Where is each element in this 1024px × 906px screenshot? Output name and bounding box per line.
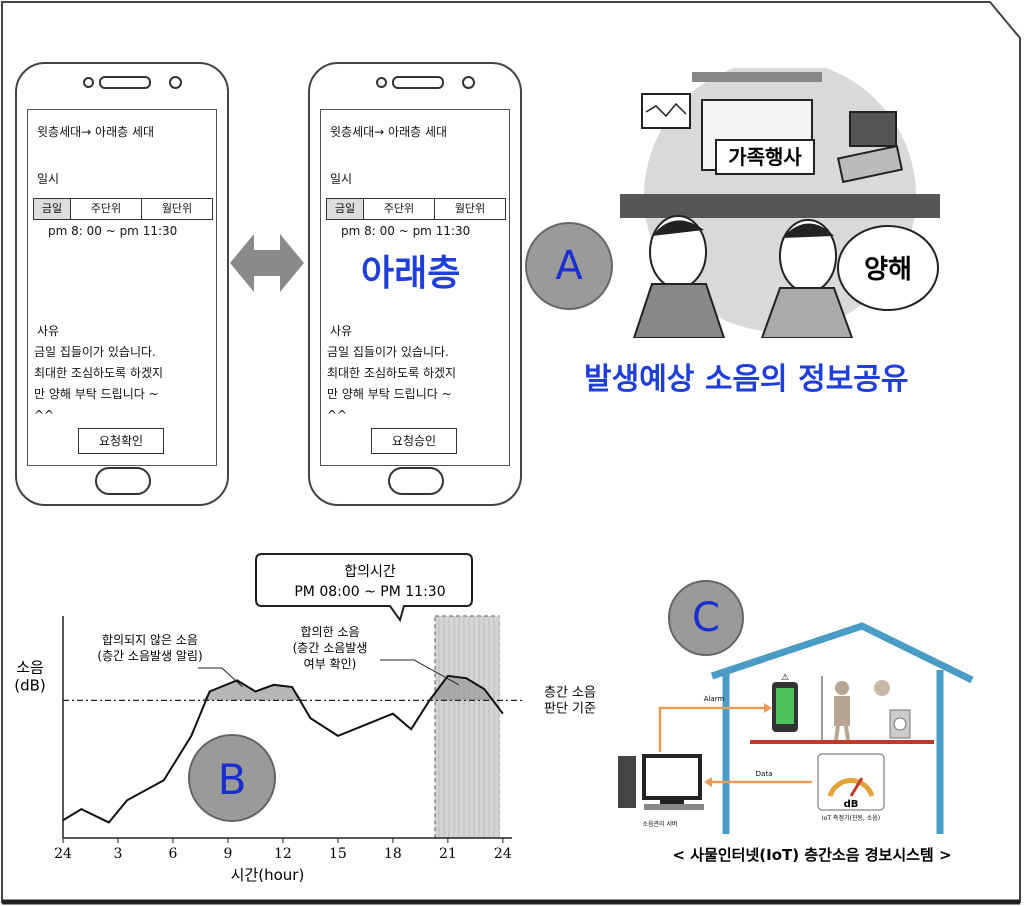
agreed-noise-area <box>429 675 492 701</box>
understanding-bubble: 양해 <box>864 255 912 285</box>
request-header: 윗층세대→ 아래층 세대 <box>37 125 155 139</box>
sensor-dot <box>462 76 475 89</box>
x-axis-label: 시간(hour) <box>231 866 305 884</box>
tab-monthly[interactable]: 월단위 <box>434 199 505 219</box>
section-c-caption: < 사물인터넷(IoT) 층간소음 경보시스템 > <box>672 846 951 864</box>
x-tick-label: 24 <box>54 846 72 862</box>
section-b-marker <box>188 734 276 822</box>
phone-receiver: 윗층세대→ 아래층 세대 일시 금일 주단위 월단위 pm 8: 00 ~ pm… <box>308 62 522 506</box>
reason-label: 사유 <box>37 324 60 338</box>
x-tick-label: 3 <box>114 846 123 862</box>
request-header: 윗층세대→ 아래층 세대 <box>330 125 448 139</box>
iot-alarm-diagram: ⚠ dB IoT 측정기(진동, 소음) 소음관리 서버 Alarm Data … <box>618 622 974 864</box>
camera-dot <box>83 77 94 88</box>
appliance-icon <box>874 680 911 739</box>
approve-request-button[interactable]: 요청승인 <box>371 428 457 454</box>
x-tick-label: 9 <box>223 846 232 862</box>
date-label: 일시 <box>37 172 60 186</box>
svg-text:⚠: ⚠ <box>781 673 789 683</box>
alarm-arrow-label: Alarm <box>704 695 725 703</box>
meter-unit: dB <box>844 799 859 810</box>
double-arrow-icon <box>230 234 304 292</box>
period-tabs: 금일 주단위 월단위 <box>33 198 213 220</box>
section-a-caption: 발생예상 소음의 정보공유 <box>584 362 909 397</box>
x-tick-label: 6 <box>168 846 177 862</box>
confirm-request-button[interactable]: 요청확인 <box>78 428 164 454</box>
agreed-time-callout <box>255 553 473 623</box>
annotation-leader <box>198 667 243 688</box>
phone-screen: 윗층세대→ 아래층 세대 일시 금일 주단위 월단위 pm 8: 00 ~ pm… <box>27 109 217 466</box>
time-range: pm 8: 00 ~ pm 11:30 <box>341 224 471 238</box>
reason-text: 금일 집들이가 있습니다. 최대한 조심하도록 하겠지 만 양해 부탁 드립니다… <box>34 345 164 422</box>
section-c-marker: C <box>668 580 744 656</box>
person-shower-icon <box>821 676 850 741</box>
y-axis-label: 소음(dB) <box>14 658 46 694</box>
data-arrow-label: Data <box>756 770 773 778</box>
x-tick-label: 12 <box>274 846 292 862</box>
tab-monthly[interactable]: 월단위 <box>141 199 212 219</box>
sensor-dot <box>169 76 182 89</box>
camera-dot <box>376 77 387 88</box>
unagreed-noise-annotation: 합의되지 않은 소음(층간 소음발생 알림) <box>97 633 202 663</box>
event-sign: 가족행사 <box>728 145 802 169</box>
x-tick-label: 18 <box>384 846 402 862</box>
agreed-time-band <box>434 615 500 839</box>
section-a-marker: A <box>525 222 613 310</box>
noise-series-line <box>62 674 504 824</box>
phone-screen: 윗층세대→ 아래층 세대 일시 금일 주단위 월단위 pm 8: 00 ~ pm… <box>320 109 510 466</box>
annotation-leader <box>380 659 460 686</box>
tab-today[interactable]: 금일 <box>327 199 363 219</box>
time-range: pm 8: 00 ~ pm 11:30 <box>48 224 178 238</box>
server-monitor-icon: 소음관리 서버 <box>618 754 704 828</box>
tab-today[interactable]: 금일 <box>34 199 70 219</box>
reason-label: 사유 <box>330 324 353 338</box>
x-tick-label: 21 <box>439 846 457 862</box>
phone-speaker <box>392 76 444 89</box>
phone-speaker <box>99 76 151 89</box>
home-button[interactable] <box>95 467 151 495</box>
sound-meter-icon: dB IoT 측정기(진동, 소음) <box>817 753 885 822</box>
x-tick-label: 24 <box>494 846 512 862</box>
neighbor-cartoon: 가족행사 양해 <box>620 68 940 338</box>
date-label: 일시 <box>330 172 353 186</box>
home-button[interactable] <box>388 467 444 495</box>
tab-weekly[interactable]: 주단위 <box>363 199 434 219</box>
phone-alarm-icon: ⚠ <box>772 673 798 732</box>
meter-caption: IoT 측정기(진동, 소음) <box>822 814 880 822</box>
period-tabs: 금일 주단위 월단위 <box>326 198 506 220</box>
callout-time: PM 08:00 ~ PM 11:30 <box>294 584 445 600</box>
reason-text: 금일 집들이가 있습니다. 최대한 조심하도록 하겠지 만 양해 부탁 드립니다… <box>327 345 457 422</box>
section-b-marker-label: B <box>218 755 247 804</box>
callout-title: 합의시간 <box>344 564 396 580</box>
x-tick-label: 15 <box>329 846 347 862</box>
downstairs-label: 아래층 <box>361 253 461 294</box>
phone-sender: 윗층세대→ 아래층 세대 일시 금일 주단위 월단위 pm 8: 00 ~ pm… <box>15 62 229 506</box>
server-caption: 소음관리 서버 <box>642 820 677 828</box>
tab-weekly[interactable]: 주단위 <box>70 199 141 219</box>
